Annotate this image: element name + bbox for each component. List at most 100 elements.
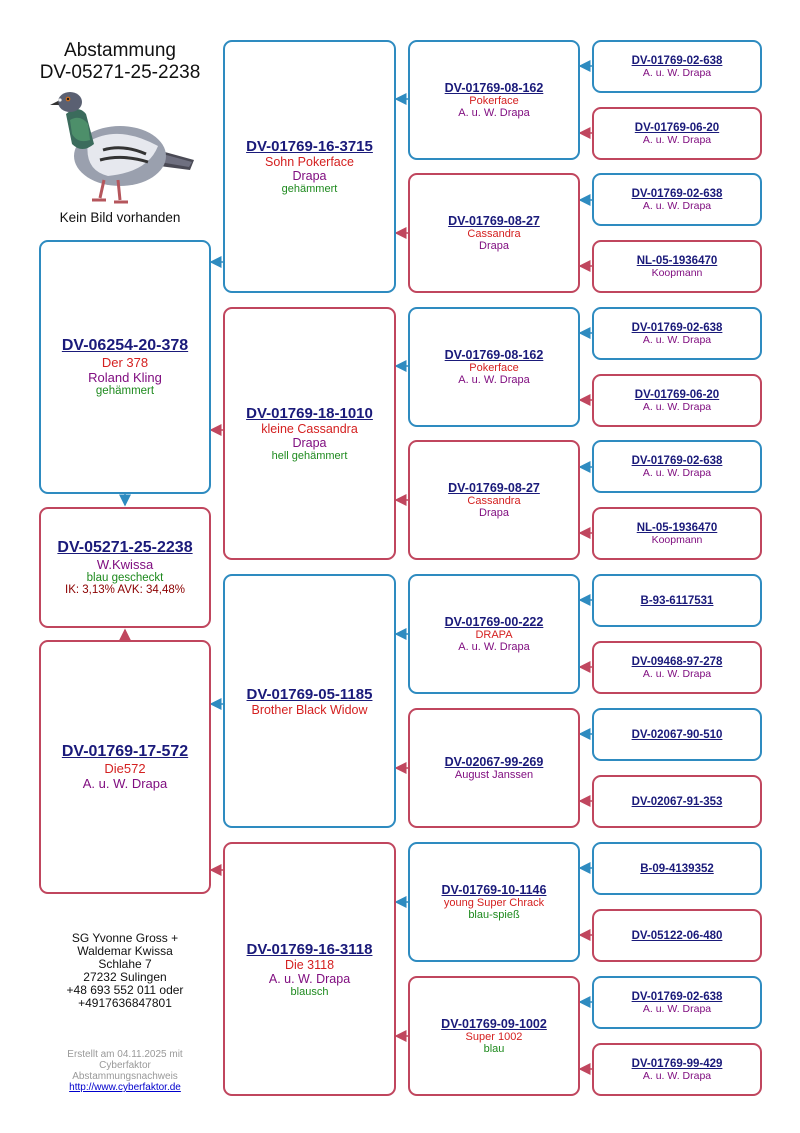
subject-color: blau gescheckt <box>86 572 164 584</box>
grandparent-card[interactable]: DV-01769-16-3715 Sohn Pokerface Drapa ge… <box>223 40 396 293</box>
grandparent-ring[interactable]: DV-01769-16-3118 <box>246 940 373 958</box>
grandparent-owner: Drapa <box>292 436 327 450</box>
great-grandparent-card[interactable]: DV-01769-08-27 Cassandra Drapa <box>408 173 580 293</box>
great-grandparent-owner: Drapa <box>479 240 509 252</box>
no-image-caption: Kein Bild vorhanden <box>59 210 181 225</box>
grandparent-card[interactable]: DV-01769-05-1185 Brother Black Widow <box>223 574 396 828</box>
mother-card[interactable]: DV-01769-17-572 Die572 A. u. W. Drapa <box>39 640 211 894</box>
ancestor-card[interactable]: DV-01769-02-638 A. u. W. Drapa <box>592 173 762 226</box>
great-grandparent-card[interactable]: DV-01769-08-162 Pokerface A. u. W. Drapa <box>408 307 580 427</box>
ancestor-ring[interactable]: DV-09468-97-278 <box>631 655 723 668</box>
grandparent-name: Die 3118 <box>284 957 335 972</box>
father-ring[interactable]: DV-06254-20-378 <box>61 337 189 354</box>
created-line: Erstellt am 04.11.2025 mit <box>67 1049 183 1060</box>
grandparent-card[interactable]: DV-01769-16-3118 Die 3118 A. u. W. Drapa… <box>223 842 396 1096</box>
address-line: 27232 Sulingen <box>83 970 167 984</box>
pigeon-image <box>50 92 194 204</box>
subject-card[interactable]: DV-05271-25-2238 W.Kwissa blau gescheckt… <box>39 507 211 628</box>
father-color: gehämmert <box>95 385 155 397</box>
ancestor-ring[interactable]: DV-02067-91-353 <box>631 795 723 808</box>
ancestor-card[interactable]: DV-01769-99-429 A. u. W. Drapa <box>592 1043 762 1096</box>
website-link[interactable]: http://www.cyberfaktor.de <box>69 1082 181 1093</box>
great-grandparent-card[interactable]: DV-01769-08-27 Cassandra Drapa <box>408 440 580 560</box>
ancestor-card[interactable]: NL-05-1936470 Koopmann <box>592 240 762 293</box>
great-grandparent-ring[interactable]: DV-01769-09-1002 <box>441 1017 547 1031</box>
ancestor-card[interactable]: DV-01769-02-638 A. u. W. Drapa <box>592 976 762 1029</box>
ancestor-card[interactable]: B-93-6117531 <box>592 574 762 627</box>
great-grandparent-ring[interactable]: DV-01769-08-162 <box>444 348 544 362</box>
ancestor-ring[interactable]: NL-05-1936470 <box>636 254 718 267</box>
father-card[interactable]: DV-06254-20-378 Der 378 Roland Kling geh… <box>39 240 211 494</box>
ancestor-card[interactable]: DV-01769-02-638 A. u. W. Drapa <box>592 40 762 93</box>
great-grandparent-name: Cassandra <box>467 228 521 240</box>
great-grandparent-ring[interactable]: DV-02067-99-269 <box>444 755 544 769</box>
great-grandparent-owner: A. u. W. Drapa <box>458 107 530 119</box>
ancestor-ring[interactable]: DV-01769-06-20 <box>634 388 720 401</box>
grandparent-color: gehämmert <box>281 183 338 195</box>
great-grandparent-ring[interactable]: DV-01769-08-27 <box>448 481 540 495</box>
great-grandparent-owner: Drapa <box>479 507 509 519</box>
ancestor-ring[interactable]: B-09-4139352 <box>640 862 714 875</box>
ancestor-ring[interactable]: DV-01769-02-638 <box>631 454 723 467</box>
ancestor-ring[interactable]: DV-02067-90-510 <box>631 728 723 741</box>
great-grandparent-name: DRAPA <box>475 629 513 641</box>
ancestor-card[interactable]: DV-09468-97-278 A. u. W. Drapa <box>592 641 762 694</box>
ancestor-ring[interactable]: NL-05-1936470 <box>636 521 718 534</box>
great-grandparent-card[interactable]: DV-01769-00-222 DRAPA A. u. W. Drapa <box>408 574 580 694</box>
ancestor-card[interactable]: DV-01769-06-20 A. u. W. Drapa <box>592 374 762 427</box>
inbreeding-coefficient: IK: 3,13% AVK: 34,48% <box>65 584 185 596</box>
great-grandparent-name: Pokerface <box>469 362 519 374</box>
grandparent-ring[interactable]: DV-01769-18-1010 <box>246 405 373 422</box>
ancestor-card[interactable]: DV-01769-02-638 A. u. W. Drapa <box>592 440 762 493</box>
address-line: Schlahe 7 <box>98 957 152 971</box>
ancestor-ring[interactable]: DV-05122-06-480 <box>631 929 723 942</box>
ancestor-ring[interactable]: DV-01769-99-429 <box>631 1057 723 1070</box>
created-note: Erstellt am 04.11.2025 mit Cyberfaktor A… <box>25 1049 225 1093</box>
created-line: Abstammungsnachweis <box>72 1071 178 1082</box>
great-grandparent-owner: A. u. W. Drapa <box>458 374 530 386</box>
great-grandparent-ring[interactable]: DV-01769-08-27 <box>448 214 540 228</box>
great-grandparent-ring[interactable]: DV-01769-00-222 <box>444 615 544 629</box>
grandparent-color: hell gehämmert <box>271 450 348 462</box>
grandparent-ring[interactable]: DV-01769-05-1185 <box>246 685 373 703</box>
ancestor-ring[interactable]: DV-01769-02-638 <box>631 187 723 200</box>
address-line: +4917636847801 <box>78 996 172 1010</box>
ancestor-card[interactable]: DV-01769-02-638 A. u. W. Drapa <box>592 307 762 360</box>
grandparent-name: kleine Cassandra <box>261 422 358 436</box>
great-grandparent-card[interactable]: DV-01769-10-1146 young Super Chrack blau… <box>408 842 580 962</box>
grandparent-owner: Drapa <box>292 169 327 183</box>
mother-ring[interactable]: DV-01769-17-572 <box>61 743 189 760</box>
father-owner: Roland Kling <box>88 370 162 385</box>
great-grandparent-card[interactable]: DV-01769-08-162 Pokerface A. u. W. Drapa <box>408 40 580 160</box>
ancestor-ring[interactable]: DV-01769-02-638 <box>631 54 723 67</box>
ancestor-card[interactable]: B-09-4139352 <box>592 842 762 895</box>
ancestor-owner: A. u. W. Drapa <box>642 400 712 413</box>
subject-ring-title: DV-05271-25-2238 <box>39 62 201 83</box>
great-grandparent-card[interactable]: DV-01769-09-1002 Super 1002 blau <box>408 976 580 1096</box>
subject-ring[interactable]: DV-05271-25-2238 <box>57 539 193 556</box>
ancestor-ring[interactable]: DV-01769-06-20 <box>634 121 720 134</box>
ancestor-owner: A. u. W. Drapa <box>642 333 712 346</box>
grandparent-card[interactable]: DV-01769-18-1010 kleine Cassandra Drapa … <box>223 307 396 560</box>
grandparent-name: Brother Black Widow <box>251 702 368 717</box>
ancestor-owner: A. u. W. Drapa <box>642 466 712 479</box>
grandparent-ring[interactable]: DV-01769-16-3715 <box>246 138 373 155</box>
ancestor-owner: A. u. W. Drapa <box>642 66 712 79</box>
created-line: Cyberfaktor <box>99 1060 151 1071</box>
great-grandparent-ring[interactable]: DV-01769-08-162 <box>444 81 544 95</box>
ancestor-card[interactable]: DV-02067-91-353 <box>592 775 762 828</box>
great-grandparent-name: Super 1002 <box>465 1031 523 1043</box>
ancestor-ring[interactable]: DV-01769-02-638 <box>631 321 723 334</box>
great-grandparent-card[interactable]: DV-02067-99-269 August Janssen <box>408 708 580 828</box>
ancestor-card[interactable]: NL-05-1936470 Koopmann <box>592 507 762 560</box>
ancestor-owner: A. u. W. Drapa <box>642 1002 712 1015</box>
ancestor-card[interactable]: DV-01769-06-20 A. u. W. Drapa <box>592 107 762 160</box>
ancestor-ring[interactable]: B-93-6117531 <box>640 594 714 607</box>
great-grandparent-name: Cassandra <box>467 495 521 507</box>
mother-name: Die572 <box>104 761 146 776</box>
address-line: SG Yvonne Gross + <box>71 931 179 945</box>
ancestor-card[interactable]: DV-02067-90-510 <box>592 708 762 761</box>
great-grandparent-ring[interactable]: DV-01769-10-1146 <box>441 883 547 897</box>
ancestor-ring[interactable]: DV-01769-02-638 <box>631 990 723 1003</box>
ancestor-card[interactable]: DV-05122-06-480 <box>592 909 762 962</box>
